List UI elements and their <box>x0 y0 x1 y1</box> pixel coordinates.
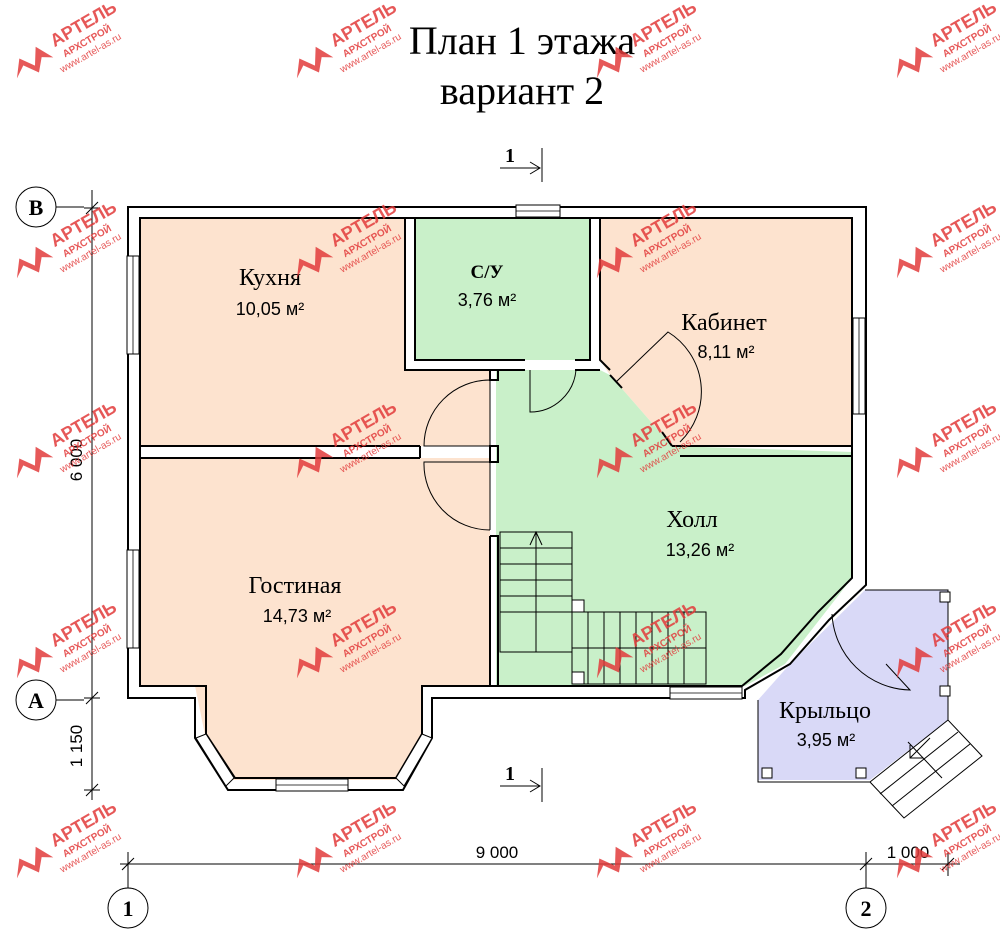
watermark-mark-icon <box>896 646 934 679</box>
axis-label-2: 2 <box>861 896 872 921</box>
outer-wall-inner <box>139 217 853 779</box>
cabinet-fill <box>600 218 852 446</box>
outer-wall <box>127 206 867 791</box>
room-name-hall: Холл <box>666 507 717 533</box>
dimension-labels: 6 000 1 150 9 000 1 000 <box>67 439 929 862</box>
cabinet-wall <box>609 374 852 457</box>
porch-fill <box>758 590 948 780</box>
bathroom-fill <box>415 218 590 360</box>
room-name-porch: Крыльцо <box>779 698 871 724</box>
plan-subtitle: вариант 2 <box>440 68 604 113</box>
door-bathroom <box>529 369 577 413</box>
watermark-mark-icon <box>296 446 334 479</box>
watermark-mark-icon <box>16 646 54 679</box>
room-name-living: Гостиная <box>249 573 342 599</box>
watermark-mark-icon <box>596 246 634 279</box>
axis-label-a: А <box>28 688 44 713</box>
watermark-mark-icon <box>896 46 934 79</box>
watermark-mark-icon <box>16 846 54 879</box>
room-name-cabinet: Кабинет <box>681 310 767 336</box>
window-bay-left <box>195 733 235 787</box>
porch <box>757 589 983 819</box>
plan-title: План 1 этажа <box>409 18 636 63</box>
axis-label-b: В <box>29 195 44 220</box>
watermark-mark-icon <box>596 646 634 679</box>
walls <box>127 206 867 791</box>
doors <box>423 331 912 691</box>
room-area-cabinet: 8,11 м² <box>697 342 754 362</box>
watermark-mark-icon <box>596 846 634 879</box>
room-name-bathroom: С/У <box>471 262 504 283</box>
room-area-living: 14,73 м² <box>263 606 331 626</box>
hall-left-wall <box>489 370 499 686</box>
watermark-mark-icon <box>16 46 54 79</box>
section-marks: 1 1 <box>500 145 543 802</box>
room-area-hall: 13,26 м² <box>666 540 734 560</box>
door-porch <box>831 613 912 691</box>
dim-height-bay: 1 150 <box>67 725 86 768</box>
windows <box>126 204 866 792</box>
axis-label-1: 1 <box>123 896 134 921</box>
hall-fill <box>496 370 852 686</box>
living-fill <box>140 458 490 780</box>
watermark-mark-icon <box>296 646 334 679</box>
watermark-mark-icon <box>296 246 334 279</box>
dimension-lines <box>84 190 960 876</box>
door-living <box>423 461 491 531</box>
axis-markers: В А 1 2 <box>15 186 887 929</box>
section-mark-bottom: 1 <box>505 763 515 785</box>
room-area-porch: 3,95 м² <box>797 730 855 750</box>
door-cabinet <box>615 331 702 443</box>
door-kitchen <box>423 379 491 447</box>
kitchen-fill <box>140 218 490 446</box>
room-area-kitchen: 10,05 м² <box>236 299 304 319</box>
watermark-mark-icon <box>16 246 54 279</box>
room-name-kitchen: Кухня <box>239 265 301 291</box>
section-mark-top: 1 <box>505 145 515 167</box>
watermark-mark-icon <box>296 846 334 879</box>
watermark-mark-icon <box>596 446 634 479</box>
stairs <box>499 530 707 685</box>
kitchen-living-wall <box>140 445 499 463</box>
watermark-mark-icon <box>896 246 934 279</box>
porch-arrow-icon <box>909 737 931 759</box>
porch-steps <box>869 719 983 819</box>
window-bay-right <box>395 733 433 787</box>
dim-width-main: 9 000 <box>476 843 519 862</box>
bathroom-walls <box>404 218 611 371</box>
room-fills <box>140 218 948 780</box>
room-area-bathroom: 3,76 м² <box>458 290 516 310</box>
room-labels: Кухня 10,05 м² С/У 3,76 м² Кабинет 8,11 … <box>236 262 871 750</box>
watermark-mark-icon <box>16 446 54 479</box>
stairs-arrow-icon <box>529 530 543 570</box>
watermark-mark-icon <box>896 846 934 879</box>
watermark-mark-icon <box>296 46 334 79</box>
watermark-mark-icon <box>896 446 934 479</box>
watermark-mark-icon <box>596 46 634 79</box>
dim-height-main: 6 000 <box>67 439 86 482</box>
